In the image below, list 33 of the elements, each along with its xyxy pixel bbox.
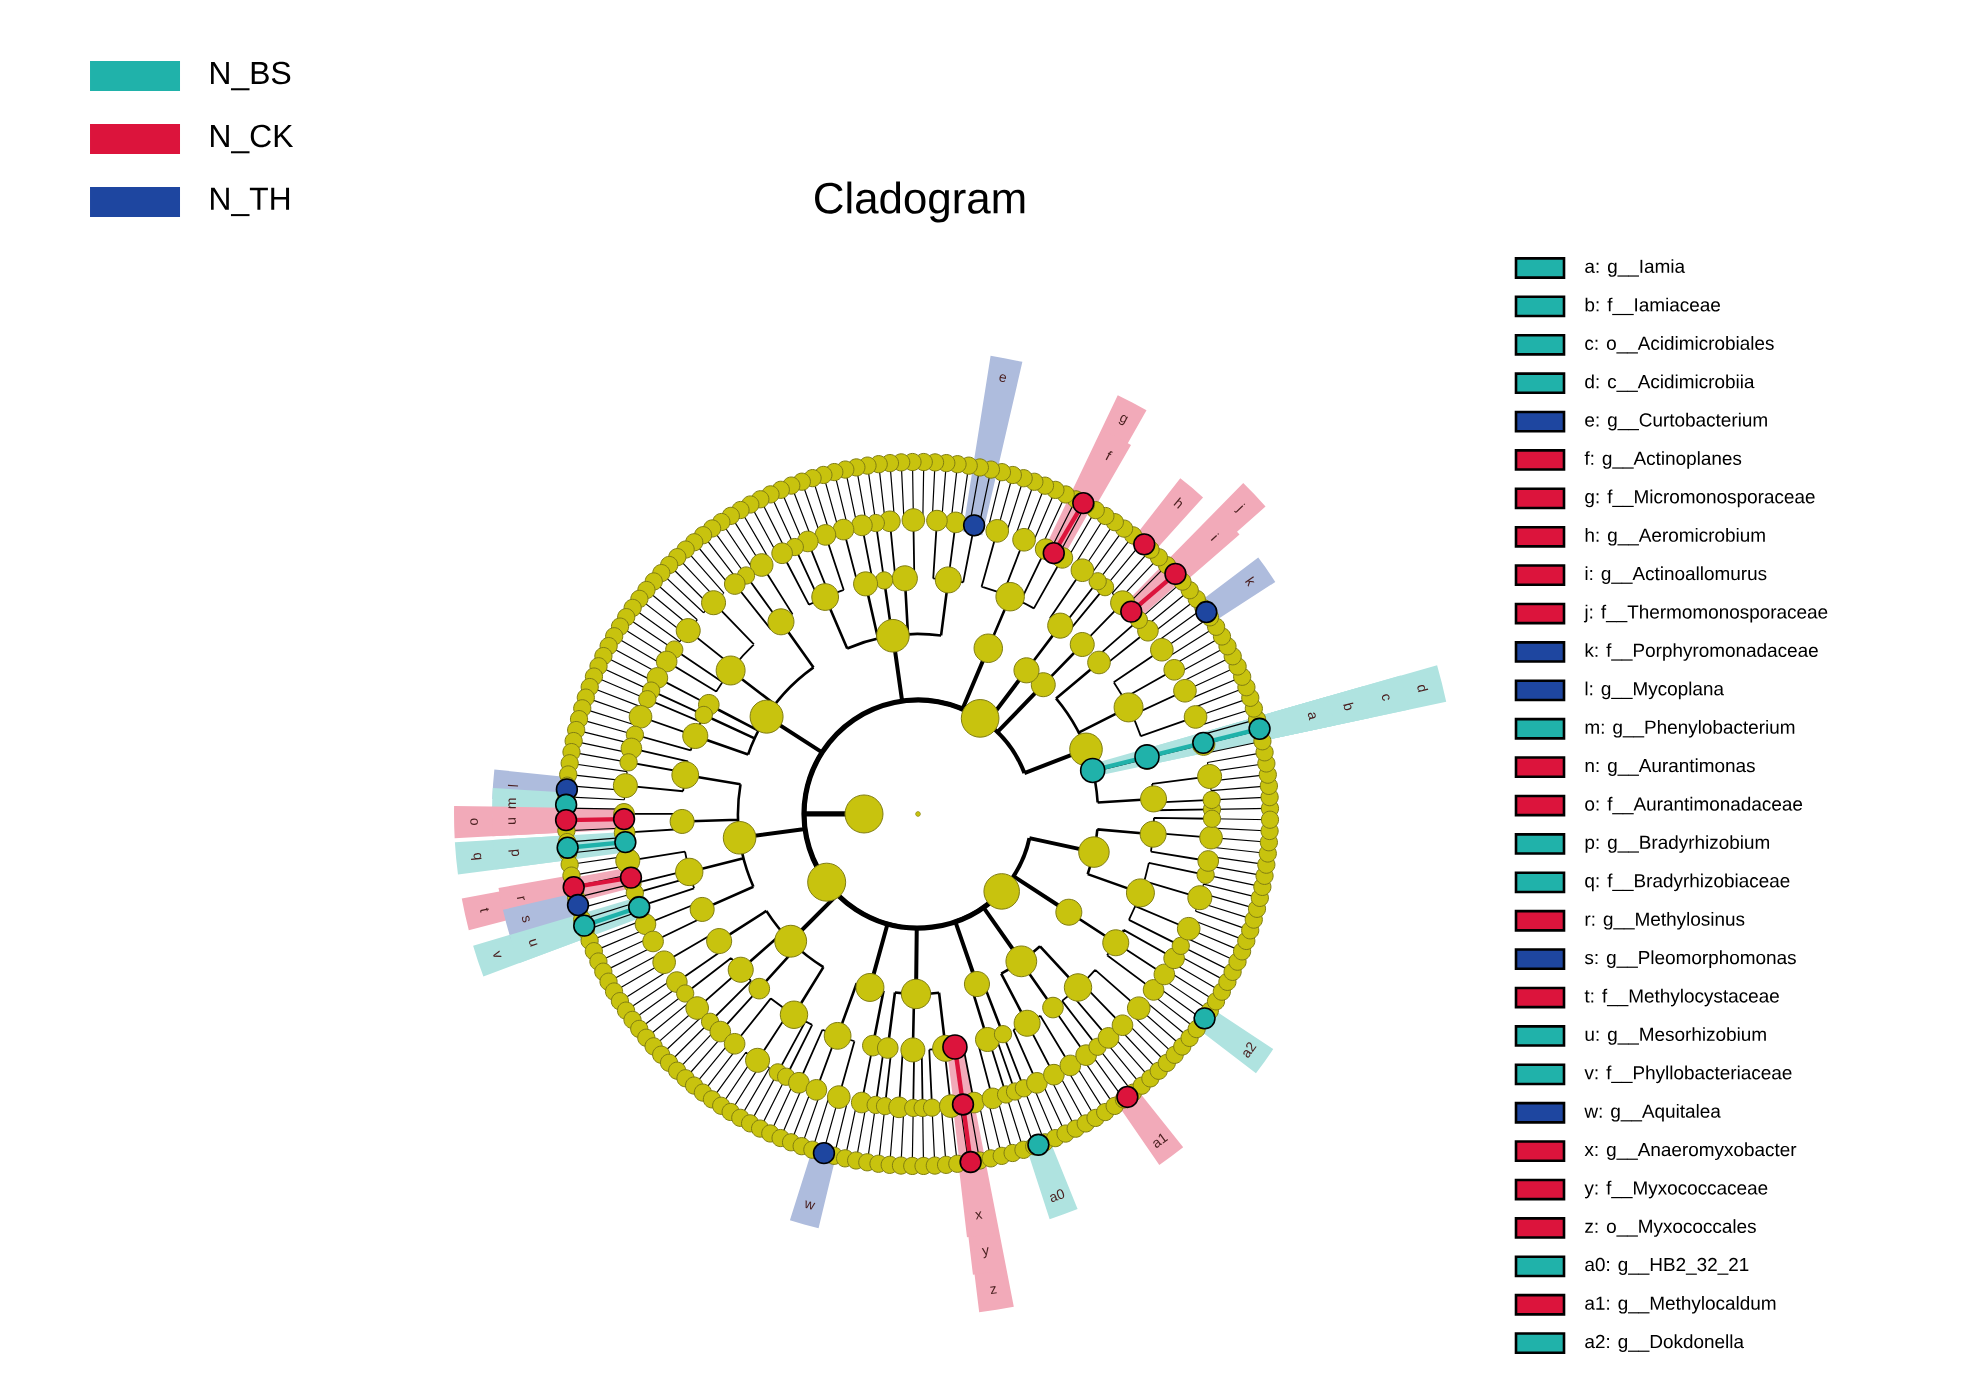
legend-label: i: g__Actinoallomurus [1585,566,1767,584]
legend-label: g: f__Micromonosporaceae [1585,489,1815,508]
legend-label: c: o__Acidimicrobiales [1585,336,1774,354]
legend-label: y: f__Myxococcaceae [1584,1180,1768,1199]
legend-label: d: c__Acidimicrobiia [1585,374,1755,392]
legend-label: n: g__Aurantimonas [1585,758,1755,776]
legend-label: t: f__Methylocystaceae [1584,988,1779,1007]
legend-label: r: g__Methylosinus [1585,911,1745,930]
legend-label: b: f__Iamiaceae [1585,297,1720,316]
legend-label: N_BS [211,61,291,91]
legend-label: v: f__Phyllobacteriaceae [1584,1065,1792,1084]
legend-label: x: g__Anaeromyxobacter [1584,1142,1797,1160]
legend-label: h: g__Aeromicrobium [1585,527,1765,546]
legend-label: m: g__Phenylobacterium [1585,719,1795,738]
legend-label: a2: g__Dokdonella [1585,1334,1744,1352]
legend-label: N_TH [211,187,290,217]
legend-label: q: f__Bradyrhizobiaceae [1585,873,1790,892]
legend-label: s: g__Pleomorphomonas [1584,950,1796,968]
legend-label: u: g__Mesorhizobium [1585,1027,1766,1045]
legend-label: a0: g__HB2_32_21 [1585,1257,1749,1275]
legend-label: N_CK [211,124,294,154]
legend-label: l: g__Mycoplana [1585,681,1724,700]
legend-label: f: g__Actinoplanes [1584,451,1742,469]
legend-label: a: g__Iamia [1585,259,1686,277]
legend-label: w: g__Aquitalea [1584,1103,1721,1122]
legend-label: j: f__Thermomonosporaceae [1583,604,1828,623]
legend-label: a1: g__Methylocaldum [1585,1295,1776,1314]
legend-label: k: f__Porphyromonadaceae [1585,643,1818,661]
legend-label: o: f__Aurantimonadaceae [1585,796,1803,815]
legend-label: p: g__Bradyrhizobium [1585,835,1769,853]
title: Cladogram [815,181,1025,223]
legend-label: z: o__Myxococcales [1585,1219,1756,1237]
legend-label: e: g__Curtobacterium [1585,412,1767,431]
